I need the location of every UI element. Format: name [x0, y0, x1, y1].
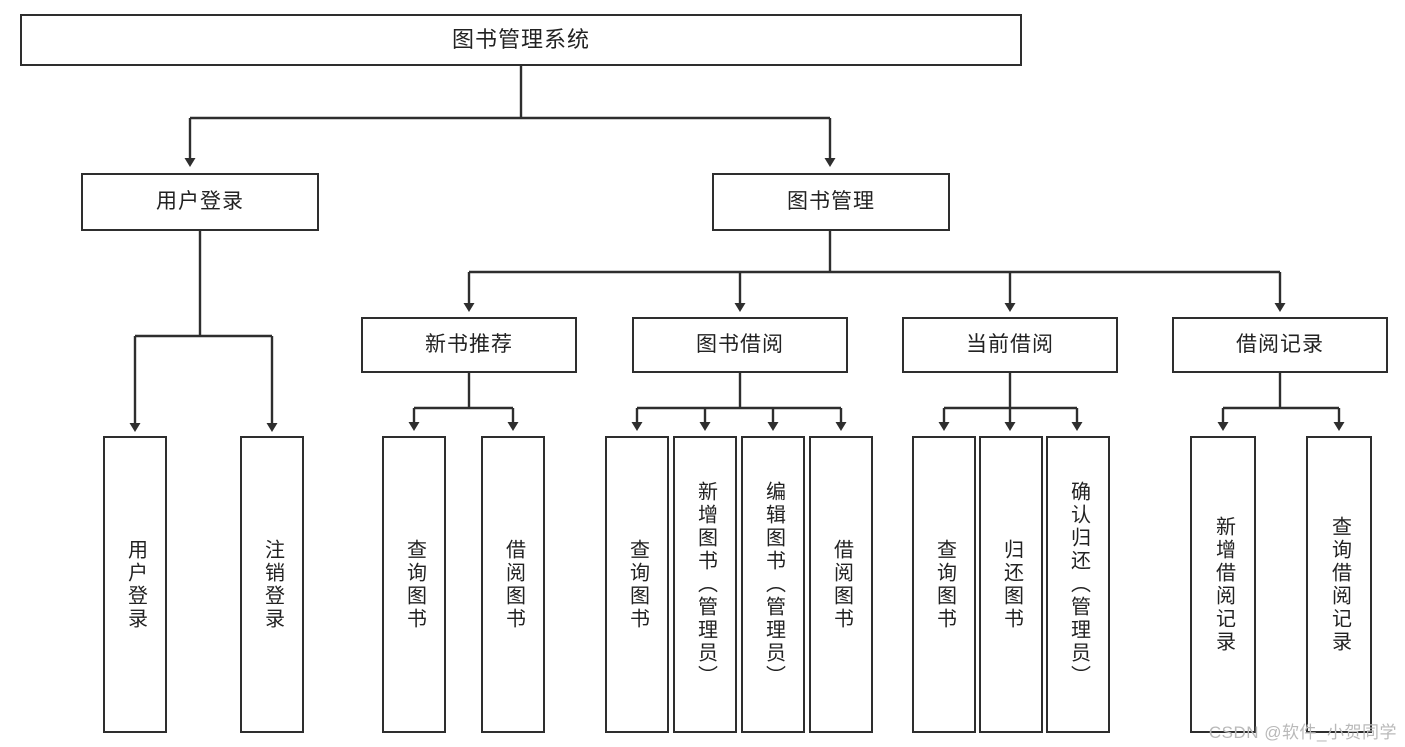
leaf-edit-book-admin-label: 编辑图书（管理员） [762, 481, 785, 688]
node-new-book-recommend[interactable]: 新书推荐 [361, 317, 577, 373]
leaf-query-borrow-record-label: 查询借阅记录 [1328, 515, 1351, 654]
node-book-management[interactable]: 图书管理 [712, 173, 950, 231]
leaf-user-logout[interactable]: 注销登录 [240, 436, 304, 733]
node-borrow-record[interactable]: 借阅记录 [1172, 317, 1388, 373]
leaf-add-borrow-record[interactable]: 新增借阅记录 [1190, 436, 1256, 733]
leaf-current-query-book-label: 查询图书 [933, 538, 956, 631]
leaf-borrow-book-label: 借阅图书 [830, 538, 853, 631]
leaf-new-book-query[interactable]: 查询图书 [382, 436, 446, 733]
leaf-confirm-return-admin-label: 确认归还（管理员） [1067, 481, 1090, 688]
leaf-add-book-admin-label: 新增图书（管理员） [694, 481, 717, 688]
leaf-return-book-label: 归还图书 [1000, 538, 1023, 631]
leaf-user-logout-label: 注销登录 [261, 538, 284, 631]
node-user-login[interactable]: 用户登录 [81, 173, 319, 231]
leaf-return-book[interactable]: 归还图书 [979, 436, 1043, 733]
node-current-borrow-label: 当前借阅 [966, 333, 1054, 357]
leaf-new-book-borrow[interactable]: 借阅图书 [481, 436, 545, 733]
node-root-label: 图书管理系统 [451, 26, 590, 52]
node-book-management-label: 图书管理 [787, 190, 875, 214]
leaf-current-query-book[interactable]: 查询图书 [912, 436, 976, 733]
leaf-borrow-query-book[interactable]: 查询图书 [605, 436, 669, 733]
node-borrow-record-label: 借阅记录 [1236, 333, 1324, 357]
leaf-add-borrow-record-label: 新增借阅记录 [1212, 515, 1235, 654]
node-book-borrow-label: 图书借阅 [696, 333, 784, 357]
node-book-borrow[interactable]: 图书借阅 [632, 317, 848, 373]
leaf-query-borrow-record[interactable]: 查询借阅记录 [1306, 436, 1372, 733]
leaf-confirm-return-admin[interactable]: 确认归还（管理员） [1046, 436, 1110, 733]
leaf-edit-book-admin[interactable]: 编辑图书（管理员） [741, 436, 805, 733]
node-new-book-recommend-label: 新书推荐 [425, 333, 513, 357]
watermark: CSDN @软件_小贺同学 [1208, 723, 1397, 742]
node-user-login-label: 用户登录 [156, 190, 244, 214]
leaf-user-login[interactable]: 用户登录 [103, 436, 167, 733]
node-root[interactable]: 图书管理系统 [20, 14, 1022, 66]
leaf-new-book-borrow-label: 借阅图书 [502, 538, 525, 631]
leaf-user-login-label: 用户登录 [124, 538, 147, 631]
node-current-borrow[interactable]: 当前借阅 [902, 317, 1118, 373]
leaf-borrow-book[interactable]: 借阅图书 [809, 436, 873, 733]
leaf-borrow-query-book-label: 查询图书 [626, 538, 649, 631]
leaf-new-book-query-label: 查询图书 [403, 538, 426, 631]
leaf-add-book-admin[interactable]: 新增图书（管理员） [673, 436, 737, 733]
